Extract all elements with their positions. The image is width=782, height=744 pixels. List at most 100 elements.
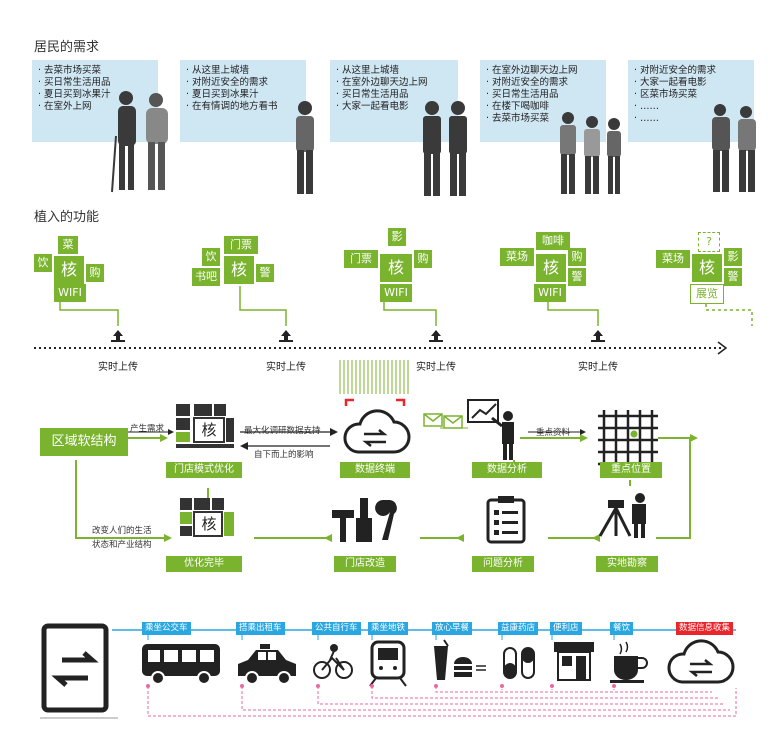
family-figure [560,112,621,194]
envelope-icon [423,413,463,429]
cloud-terminal-icon [343,398,411,472]
residents-title: 居民的需求 [34,40,100,55]
need-box-4: · 在室外边聊天边上网 · 对附近安全的需求 · 买日常生活用品 · 在楼下喝咖… [480,60,606,142]
need-item: · 对附近安全的需求 [186,77,269,88]
surveyor-icon [598,493,646,538]
store-opt-core-char: 核 [201,421,217,439]
functions-title: 植入的功能 [34,210,100,225]
need-item: · 在室外上网 [38,101,92,112]
transport-label-taxi: 搭乘出租车 [236,622,285,635]
cloud-collect-icon [667,639,735,684]
convenience-store-icon [554,642,594,681]
transport-diagram [40,623,737,719]
upload-label-3: 实时上传 [416,362,456,373]
bicycle-icon [313,644,353,679]
tile-police: 警 [724,268,742,286]
field-survey-label: 实地勘察 [596,556,658,572]
phone-swap-icon [41,623,109,713]
tile-wifi: WIFI [54,284,86,302]
need-box-5: · 对附近安全的需求 · 大家一起看电影 · 区菜市场买菜 · …… · …… [628,60,754,142]
store-opt-label: 门店模式优化 [166,462,242,478]
tile-core: 核 [224,256,254,284]
clipboard-icon [486,496,526,544]
need-item: · 对附近安全的需求 [634,65,717,76]
need-item: · 从这里上城墙 [186,65,250,76]
upload-label-1: 实时上传 [98,362,138,373]
taxi-icon [238,644,296,685]
opt-done-grid-icon [180,498,234,537]
influence-text: 自下而上的影响 [254,450,314,460]
tile-core: 核 [692,254,722,282]
need-item: · 买日常生活用品 [486,89,559,100]
tools-icon [332,498,397,542]
breakfast-icon [434,639,486,680]
tile-shop: 购 [414,250,432,268]
tile-shop: 购 [86,264,104,282]
need-item: · 区菜市场买菜 [634,89,698,100]
region-structure-label: 区域软结构 [40,428,128,456]
transport-label-pharmacy: 益康药店 [498,622,539,635]
need-item: · 夏日买到冰果汁 [38,89,111,100]
need-item: · 在楼下喝咖啡 [486,101,550,112]
pharmacy-icon [503,647,535,679]
need-box-2: · 从这里上城墙 · 对附近安全的需求 · 夏日买到冰果汁 · 在有情调的地方看… [180,60,306,142]
store-reform-label: 门店改造 [334,556,396,572]
bus-icon [142,644,220,685]
transport-label-dining: 餐饮 [610,622,634,635]
tile-ticket: 门票 [344,250,378,268]
tile-movie: 影 [724,248,742,266]
function-connectors [34,286,753,355]
elderly-couple-figure [111,91,168,193]
tile-wifi: WIFI [380,284,412,302]
need-item: · 买日常生活用品 [336,89,409,100]
need-item: · 去菜市场买菜 [38,65,102,76]
change-life-text-2: 状态和产业结构 [92,540,152,550]
key-data-text: 重点资料 [536,428,571,438]
need-item: · 从这里上城墙 [336,65,400,76]
tile-shop: 购 [568,248,586,266]
upload-label-4: 实时上传 [578,362,618,373]
transport-label-bike: 公共自行车 [312,622,361,635]
tile-core: 核 [54,256,84,284]
tile-core: 核 [380,254,412,282]
opt-done-label: 优化完毕 [166,556,242,572]
need-item: · 去菜市场买菜 [486,113,550,124]
tile-movie: 影 [388,228,406,246]
transport-label-metro: 乘坐地铁 [368,622,409,635]
data-analysis-label: 数据分析 [472,462,542,478]
tile-book-bar: 书吧 [192,268,220,286]
need-box-1: · 去菜市场买菜 · 买日常生活用品 · 夏日买到冰果汁 · 在室外上网 [32,60,158,142]
need-item: · 夏日买到冰果汁 [186,89,259,100]
change-life-text: 改变人们的生活 [92,526,152,536]
need-item: · …… [634,101,660,112]
tile-police: 警 [256,264,274,282]
hikers-figure [712,104,756,192]
need-item: · 对附近安全的需求 [486,77,569,88]
need-item: · 在室外边聊天边上网 [336,77,428,88]
need-item: · 在室外边聊天边上网 [486,65,578,76]
man-with-book-figure [296,101,314,194]
metro-icon [369,640,407,687]
upload-label-2: 实时上传 [266,362,306,373]
tile-police: 警 [568,268,586,286]
generate-demand-text: 产生需求 [130,424,165,434]
tile-ticket: 门票 [224,236,258,254]
problem-analysis-label: 问题分析 [472,556,534,572]
tile-vegetable: 菜 [58,236,78,254]
tile-market: 菜场 [500,248,534,266]
transport-label-bus: 乘坐公交车 [142,622,191,635]
key-position-label: 重点位置 [600,462,662,478]
presenter-icon [467,399,514,460]
need-item: · …… [634,113,660,124]
support-text: 最大化调研数据支持 [244,426,321,436]
data-collect-label: 数据信息收集 [676,622,734,635]
need-item: · 大家一起看电影 [336,101,409,112]
tile-coffee: 咖啡 [536,232,570,250]
key-position-grid-icon [598,410,658,466]
coffee-cup-icon [610,641,648,683]
transport-label-breakfast: 放心早餐 [432,622,473,635]
transport-label-store: 便利店 [550,622,582,635]
data-terminal-label: 数据终端 [340,462,410,478]
tile-wifi: WIFI [534,284,566,302]
tile-market: 菜场 [656,250,690,268]
